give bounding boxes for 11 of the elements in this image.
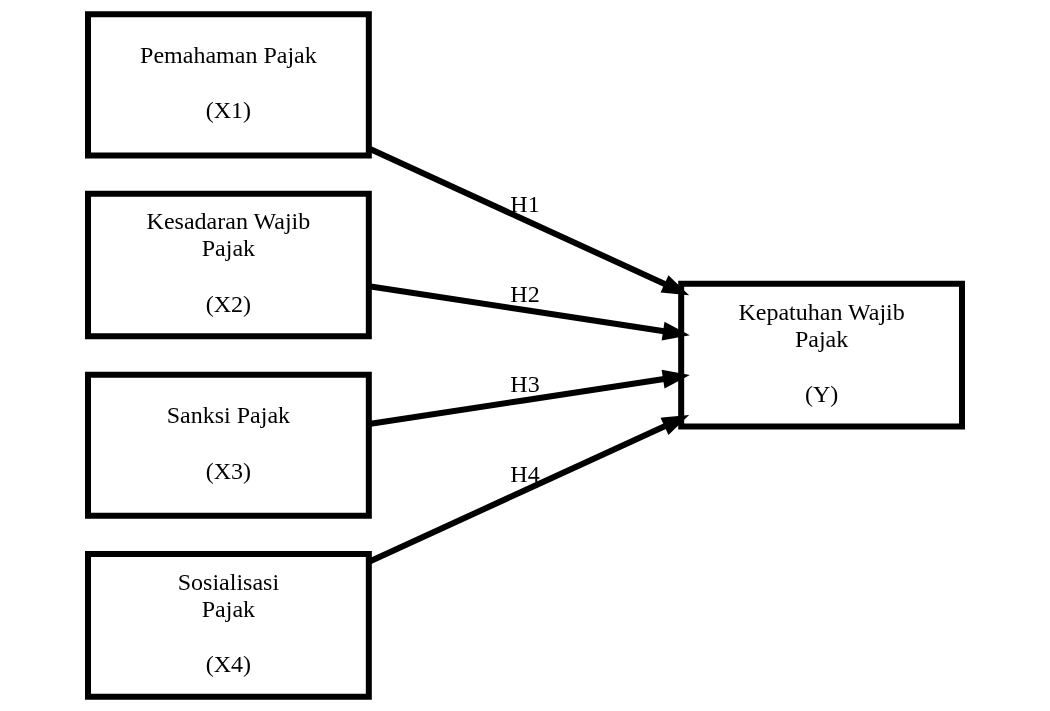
- node-box: Kesadaran Wajib Pajak (X2): [85, 190, 372, 340]
- arrow: [368, 283, 690, 341]
- node-box: Kepatuhan Wajib Pajak (Y): [678, 280, 965, 430]
- node-box: Pemahaman Pajak (X1): [85, 11, 372, 159]
- edge-label: H1: [510, 191, 540, 218]
- edge-label: H3: [510, 371, 540, 398]
- node-box: Sanksi Pajak (X3): [85, 371, 372, 519]
- node-box: Sosialisasi Pajak (X4): [85, 551, 372, 700]
- edge-label: H4: [510, 461, 540, 488]
- arrow: [368, 369, 690, 427]
- edge-label: H2: [510, 281, 540, 308]
